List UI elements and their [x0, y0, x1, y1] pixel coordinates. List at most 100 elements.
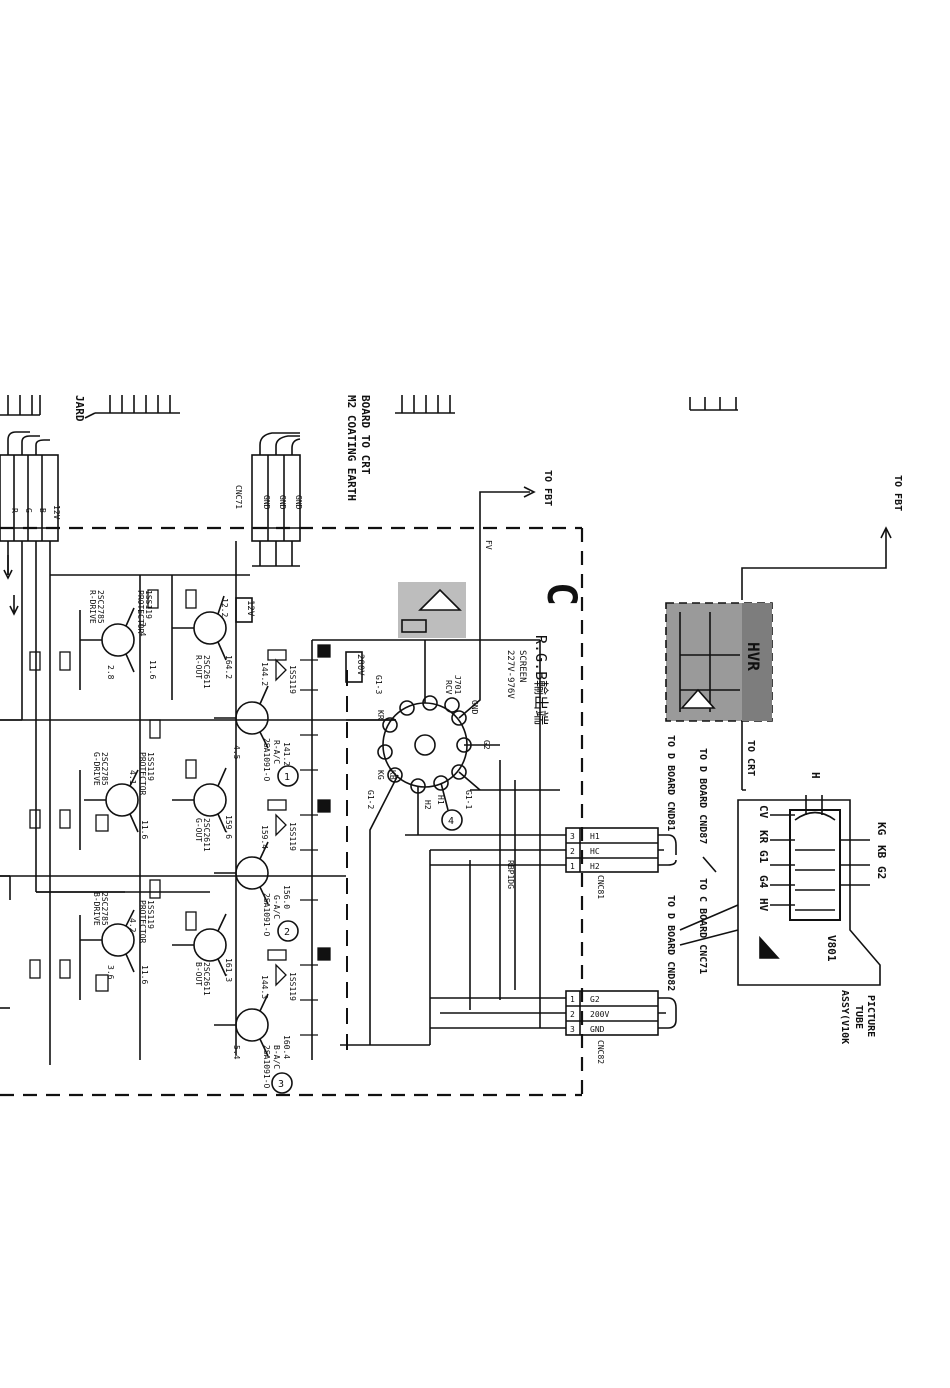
transistor-labels: 2SC2785 R-DRIVE 2SC2611 R-OUT 2SA1091-O …: [88, 590, 281, 1089]
cnc71-connector: [251, 432, 301, 567]
voltage-14: 4.2: [128, 918, 137, 933]
crt-caption-3: ASSY(V10K: [839, 990, 850, 1044]
voltage-20: 5.4: [232, 1045, 241, 1060]
voltage-9: 4.1: [128, 770, 137, 785]
rail-200v: 200V: [355, 654, 365, 676]
screen-value: 227V-976V: [505, 650, 515, 699]
test-point-2: 2: [284, 927, 290, 938]
cnc82-label: CNC82: [596, 1040, 605, 1064]
rail-boxes: [235, 597, 363, 683]
voltage-6: 144.2: [260, 662, 269, 686]
rail-12v: 12V: [245, 600, 255, 617]
d708-label: 1SS119: [288, 822, 297, 851]
screen-label: SCREEN: [517, 650, 527, 683]
socket-g1-2: G1-2: [366, 790, 375, 809]
left-pin-2-name: B: [38, 508, 47, 513]
voltage-5: 164.2: [224, 655, 233, 679]
voltage-17: 161.3: [224, 958, 233, 982]
picture-tube: [679, 795, 881, 986]
socket-rcv: RCV: [444, 680, 453, 695]
voltage-4: 12.2: [220, 598, 229, 617]
hvr-label: HVR: [744, 642, 763, 671]
socket-labels: J701 KR KG KB G1-3 G1-1 G1-2 H1 H2 FV RC…: [366, 540, 493, 810]
to-crt-label: TO CRT: [745, 740, 756, 776]
voltage-16: 11.6: [140, 965, 149, 984]
cnc82-pin-name-3: GND: [590, 1025, 605, 1034]
q702-label: 2SC2611: [202, 655, 211, 689]
voltage-annotations: 3.4 2.8 11.6 12.2 164.2 144.2 141.2 4.5 …: [106, 598, 291, 1060]
cable-comb-right: [395, 395, 455, 414]
d705-label: 1SS119: [144, 590, 153, 619]
left-pin-4-name: R: [10, 508, 19, 513]
voltage-18: 144.3: [260, 975, 269, 999]
crt-caption-2: TUBE: [853, 1005, 864, 1029]
board-to-crt-label: BOARD TO CRT: [359, 395, 372, 475]
d707-label: 1SS119: [146, 752, 155, 781]
q709-label: 2SC2611: [202, 962, 211, 996]
to-fbt-label-2: TO FBT: [892, 475, 903, 511]
left-pin-1-name: 12V: [52, 505, 61, 520]
transistor-symbols: [101, 611, 269, 1042]
fbt-lines: [479, 486, 892, 600]
cnc81-pin-name-2: HC: [590, 847, 600, 856]
left-pin-3-name: G: [24, 508, 33, 513]
socket-kg: KG: [376, 770, 385, 780]
cnc81-pin-num-3: 3: [570, 832, 575, 841]
cnc81-label: CNC81: [596, 875, 605, 899]
socket-h1: H1: [436, 795, 445, 805]
d706-label: 1SS119: [288, 665, 297, 694]
right-wiring: [405, 640, 566, 1045]
d705-note: PROTECTOR: [136, 590, 145, 634]
q707-label: 2SA1091-O: [262, 893, 271, 937]
voltage-3: 11.6: [148, 660, 157, 679]
crt-pin-kr: KR: [757, 830, 770, 844]
voltage-19: 160.4: [282, 1035, 291, 1059]
q709-role: B-OUT: [194, 962, 203, 986]
voltage-8: 4.5: [232, 745, 241, 760]
q706-label: 2SC2611: [202, 818, 211, 852]
cnc81-pin-name-3: H1: [590, 832, 600, 841]
cnc81-pin-num-2: 2: [570, 847, 575, 856]
voltage-1: 3.4: [138, 622, 147, 637]
top-left-fragment: JARD: [73, 395, 86, 422]
crt-pin-g4: G4: [757, 875, 770, 889]
crt-pin-cv: CV: [757, 805, 770, 819]
test-point-circles: [271, 765, 463, 1094]
cnc71-pin-3: GND: [262, 495, 271, 510]
d711-label: RBP1DG: [506, 860, 515, 889]
socket-g2: G2: [482, 740, 491, 750]
transistor-leads: [80, 595, 269, 1057]
voltage-7: 141.2: [282, 742, 291, 766]
board-letter: C: [538, 582, 584, 606]
d709-label: 1SS119: [146, 900, 155, 929]
q710-role: B-A/C: [272, 1045, 281, 1069]
q701-label: 2SC2785: [96, 590, 105, 624]
crt-pin-hv: HV: [757, 898, 770, 912]
crt-socket: [346, 530, 500, 1045]
q708-label: 2SC2785: [100, 892, 109, 926]
cnc82-connector: [565, 990, 677, 1036]
socket-g1-1: G1-1: [464, 790, 473, 809]
crt-pin-kg: KG: [875, 822, 888, 836]
cnc82-pin-num-3: 3: [570, 1025, 575, 1034]
board-title: R.G.B輸出端: [532, 635, 550, 725]
left-connector-block: [0, 431, 59, 542]
cnc81-connector: [565, 827, 677, 873]
left-signal-wires: [0, 541, 250, 1009]
to-d-board-cnd87: TO D BOARD CND87: [697, 748, 708, 844]
test-point-1: 1: [284, 772, 290, 783]
cnc71-label: CNC71: [234, 485, 243, 509]
socket-j701: J701: [453, 675, 462, 694]
d709-note: PROTECTOR: [138, 900, 147, 944]
q701-role: R-DRIVE: [88, 590, 97, 624]
diode-labels: 1SS119 PROTECTOR 1SS119 PROTECTOR 1SS119…: [136, 590, 515, 1001]
voltage-15: 3.6: [106, 965, 115, 980]
cnc82-destination: TO D BOARD CND82: [665, 895, 676, 991]
cnc81-destination: TO D BOARD CND81: [665, 735, 676, 831]
cnc71-pin-1: GND: [294, 495, 303, 510]
crt-pin-labels: H CV KR G1 G4 HV KG KB G2: [757, 772, 888, 912]
q702-role: R-OUT: [194, 655, 203, 679]
hvr-module: [665, 602, 773, 791]
crt-pin-g2: G2: [875, 866, 888, 879]
